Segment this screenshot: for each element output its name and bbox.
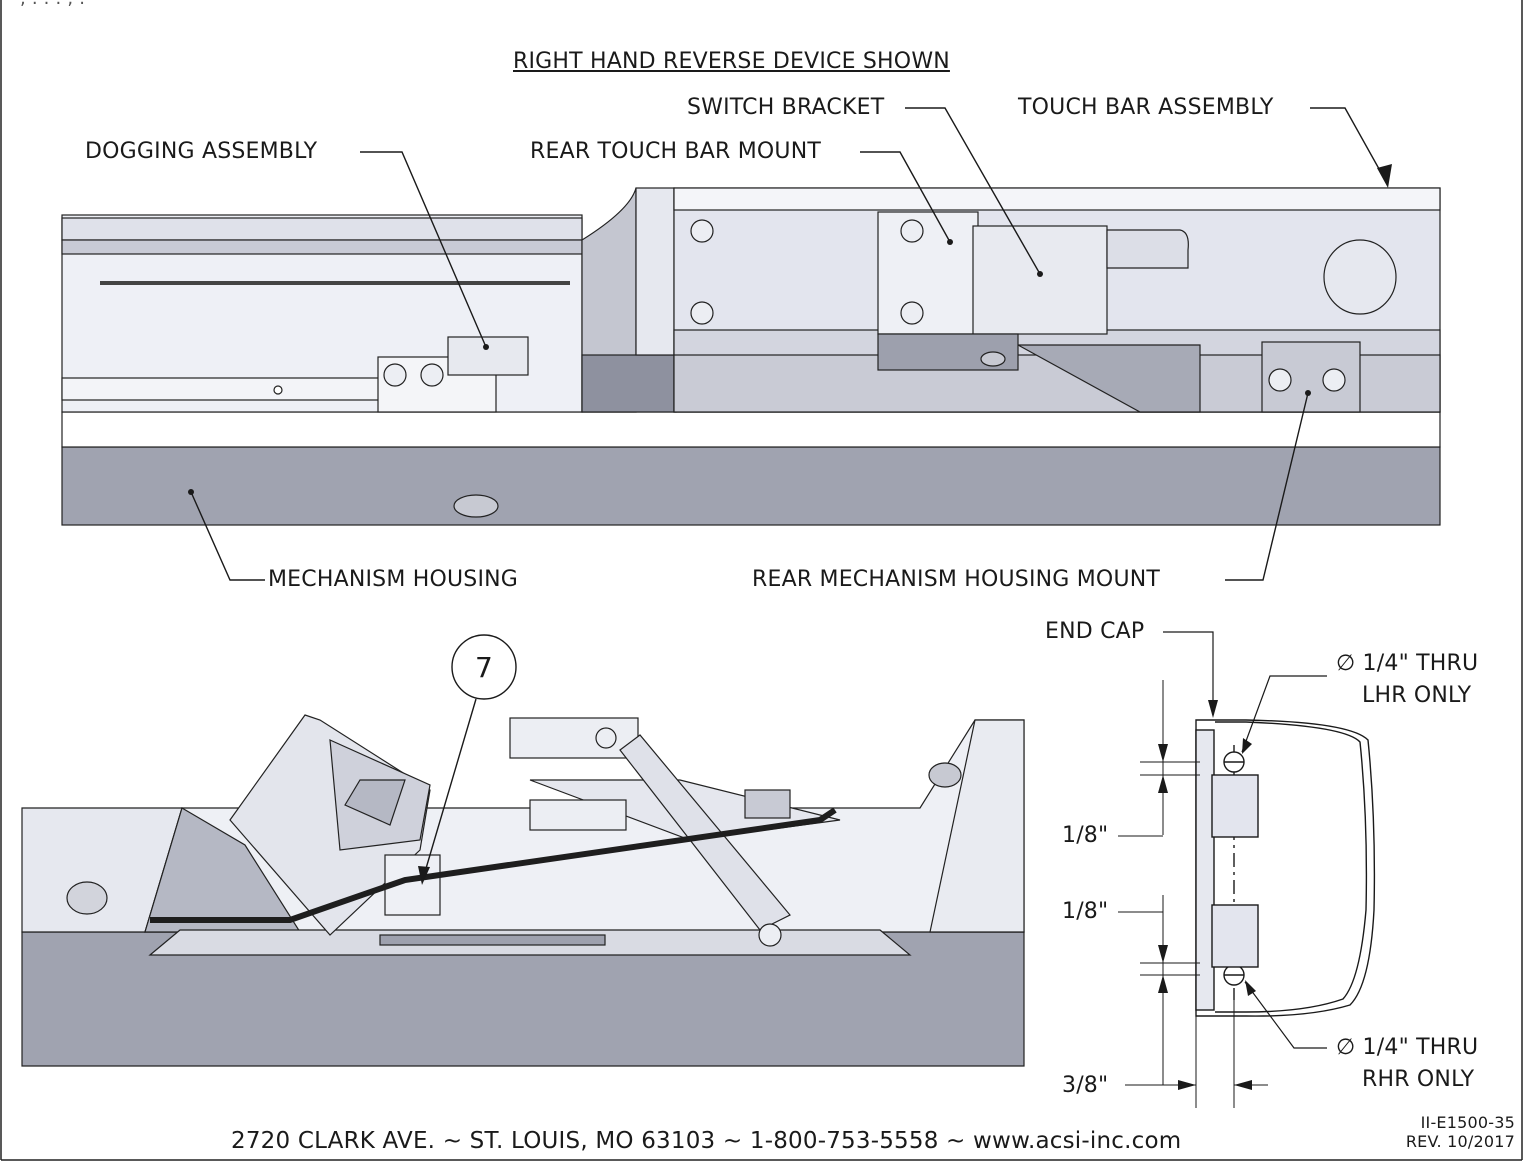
housing-hole bbox=[453, 494, 499, 518]
end-cap-outline bbox=[1195, 719, 1376, 1017]
end-cap-label: END CAP bbox=[1045, 619, 1145, 644]
switch-bracket bbox=[972, 225, 1108, 335]
top-view-leader-points bbox=[188, 164, 1392, 495]
callout-touch-bar-assembly: TOUCH BAR ASSEMBLY bbox=[1018, 95, 1274, 120]
callout-rear-touch-bar-mount: REAR TOUCH BAR MOUNT bbox=[530, 139, 821, 164]
hole-rhr-label-1: ∅ 1/4" THRU bbox=[1336, 1035, 1479, 1060]
dimension-top: 1/8" bbox=[1062, 823, 1109, 848]
header-cut-text: , . . . , . bbox=[20, 0, 85, 12]
dimension-middle: 1/8" bbox=[1062, 899, 1109, 924]
item-balloon-number: 7 bbox=[475, 651, 494, 684]
detail-view bbox=[21, 714, 1025, 1067]
detail-view-balloon bbox=[418, 634, 517, 885]
top-view-assembly bbox=[61, 187, 1441, 526]
end-cap-view bbox=[1118, 631, 1376, 1108]
callout-rear-mechanism-housing-mount: REAR MECHANISM HOUSING MOUNT bbox=[752, 567, 1161, 592]
callout-dogging-assembly: DOGGING ASSEMBLY bbox=[85, 139, 318, 164]
footer-address: 2720 CLARK AVE. ~ ST. LOUIS, MO 63103 ~ … bbox=[231, 1128, 1182, 1154]
hole-rhr-label-2: RHR ONLY bbox=[1362, 1067, 1475, 1092]
hole-lhr-label-1: ∅ 1/4" THRU bbox=[1336, 651, 1479, 676]
footer-doc-number: II-E1500-35 bbox=[1420, 1113, 1515, 1132]
callout-switch-bracket: SWITCH BRACKET bbox=[687, 95, 885, 120]
end-cap bbox=[635, 187, 675, 356]
hole-lhr-label-2: LHR ONLY bbox=[1362, 683, 1472, 708]
top-view-caption: RIGHT HAND REVERSE DEVICE SHOWN bbox=[513, 49, 950, 74]
end-cap-arrows bbox=[1158, 700, 1256, 1090]
dimension-bottom: 3/8" bbox=[1062, 1073, 1109, 1098]
callout-mechanism-housing: MECHANISM HOUSING bbox=[268, 567, 519, 592]
switch-cover bbox=[509, 717, 639, 759]
top-view-leaders bbox=[190, 107, 1389, 581]
mechanism-housing bbox=[61, 446, 1441, 526]
footer-revision: REV. 10/2017 bbox=[1405, 1132, 1515, 1151]
rear-touch-bar-mount bbox=[877, 211, 979, 335]
